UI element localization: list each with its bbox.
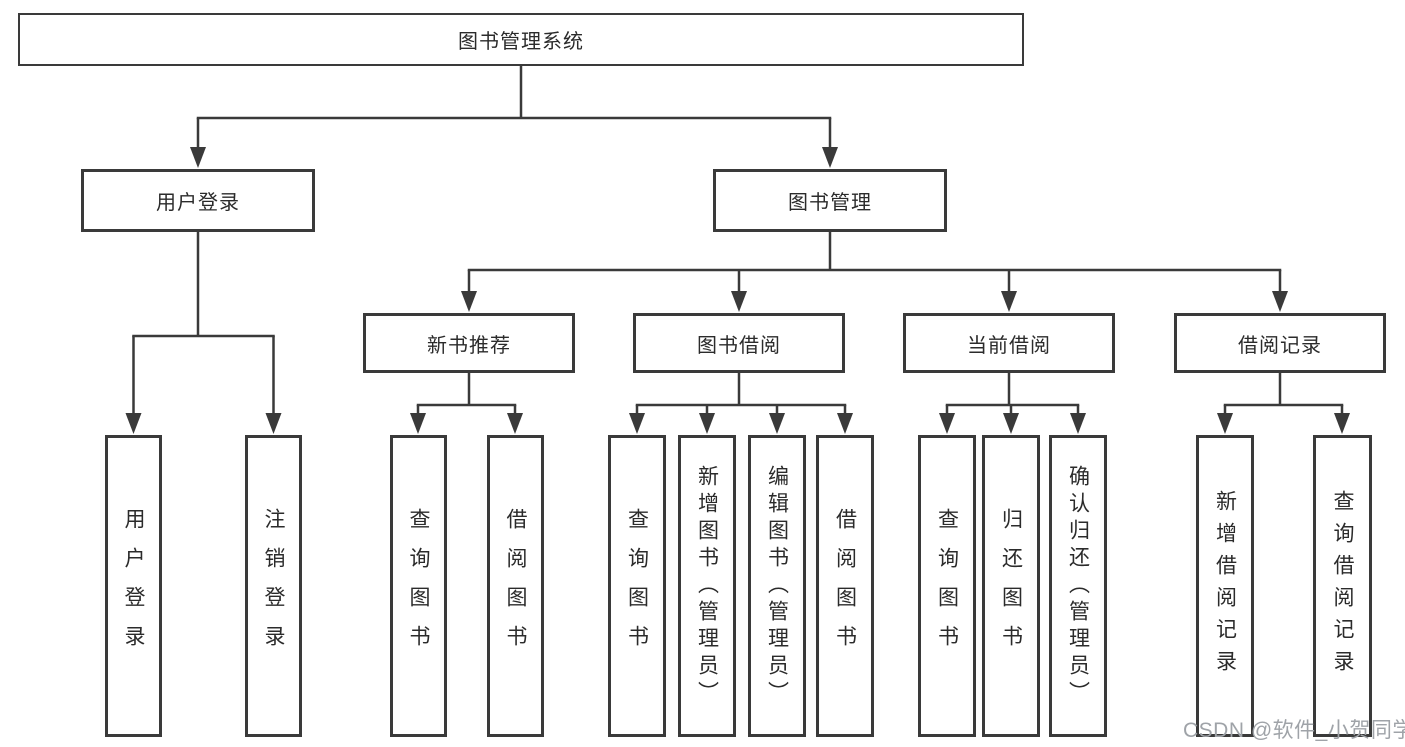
node-book-management: 图书管理 — [713, 169, 947, 232]
node-new-book-recommendation: 新书推荐 — [363, 313, 575, 373]
leaf-query-books-recommend: 查询图书 — [390, 435, 447, 737]
leaf-edit-books-admin: 编辑图书（管理员） — [748, 435, 806, 737]
node-label: 当前借阅 — [967, 334, 1051, 357]
leaf-return-books: 归还图书 — [982, 435, 1040, 737]
node-label: 图书借阅 — [697, 334, 781, 357]
leaf-label: 查询图书 — [625, 508, 649, 664]
leaf-label: 编辑图书（管理员） — [765, 464, 789, 708]
leaf-add-borrow-record: 新增借阅记录 — [1196, 435, 1254, 737]
leaf-label: 查询借阅记录 — [1331, 490, 1354, 682]
node-borrowing-records: 借阅记录 — [1174, 313, 1386, 373]
node-user-login: 用户登录 — [81, 169, 315, 232]
node-label: 新书推荐 — [427, 334, 511, 357]
leaf-query-books-current: 查询图书 — [918, 435, 976, 737]
node-label: 图书管理 — [788, 192, 872, 214]
leaf-query-books-borrowing: 查询图书 — [608, 435, 666, 737]
leaf-user-login: 用户登录 — [105, 435, 162, 737]
node-library-management-system: 图书管理系统 — [18, 13, 1024, 66]
leaf-label: 借阅图书 — [833, 508, 857, 664]
leaf-label: 注销登录 — [262, 508, 285, 664]
node-label: 图书管理系统 — [458, 31, 584, 53]
leaf-label: 归还图书 — [999, 508, 1023, 664]
node-label: 借阅记录 — [1238, 334, 1322, 357]
leaf-label: 确认归还（管理员） — [1066, 464, 1090, 708]
leaf-label: 用户登录 — [122, 508, 145, 664]
node-label: 用户登录 — [156, 192, 240, 214]
leaf-label: 查询图书 — [407, 508, 430, 664]
leaf-label: 新增图书（管理员） — [695, 464, 719, 708]
node-book-borrowing: 图书借阅 — [633, 313, 845, 373]
leaf-logout: 注销登录 — [245, 435, 302, 737]
leaf-borrow-books-recommend: 借阅图书 — [487, 435, 544, 737]
leaf-label: 新增借阅记录 — [1213, 490, 1237, 682]
arrowheads — [125, 147, 1350, 434]
leaf-confirm-return-admin: 确认归还（管理员） — [1049, 435, 1107, 737]
leaf-add-books-admin: 新增图书（管理员） — [678, 435, 736, 737]
node-current-borrowing: 当前借阅 — [903, 313, 1115, 373]
leaf-label: 查询图书 — [935, 508, 959, 664]
leaf-query-borrow-record: 查询借阅记录 — [1313, 435, 1372, 737]
leaf-label: 借阅图书 — [504, 508, 527, 664]
leaf-borrow-books: 借阅图书 — [816, 435, 874, 737]
